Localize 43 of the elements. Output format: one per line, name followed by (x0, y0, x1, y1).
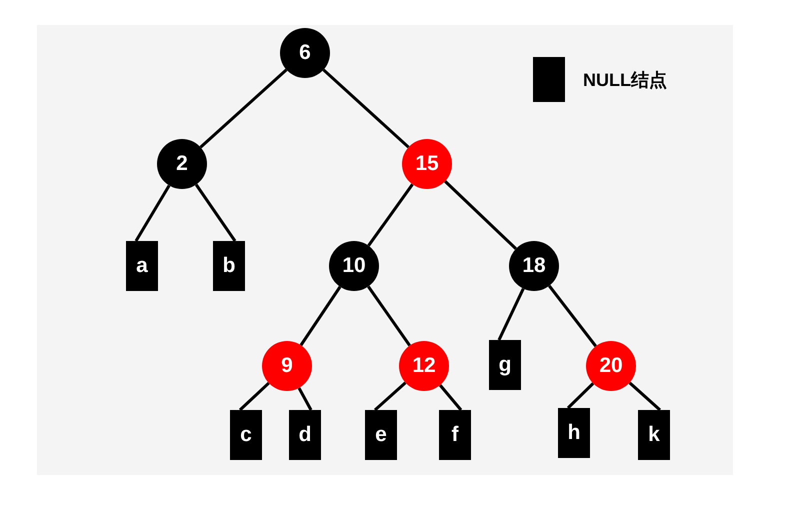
null-leaf-box (289, 410, 321, 460)
node-label: 10 (342, 254, 366, 278)
null-leaf-box (439, 410, 471, 460)
node-label: 6 (299, 41, 311, 65)
null-leaf-box (558, 408, 590, 458)
node-label: 15 (415, 152, 439, 176)
null-leaf-box (638, 410, 670, 460)
null-leaf-box (213, 241, 245, 291)
null-leaf-box (489, 340, 521, 390)
null-leaf-box (230, 410, 262, 460)
node-label: a (136, 254, 148, 278)
tree-edge (134, 184, 170, 242)
node-label: c (240, 423, 252, 447)
node-label: 9 (281, 354, 293, 378)
tree-edge (566, 382, 594, 410)
tree-edge (238, 382, 270, 412)
null-leaf-box (365, 410, 397, 460)
null-leaf-box (126, 241, 158, 291)
node-label: k (648, 423, 660, 447)
node-label: h (568, 421, 580, 445)
tree-edge (374, 382, 406, 412)
node-label: 18 (522, 254, 546, 278)
tree-edge (498, 288, 525, 341)
node-label: g (498, 353, 512, 377)
tree-edge (200, 68, 288, 148)
node-label: f (452, 423, 458, 447)
tree-edge (444, 180, 517, 250)
tree-edge (438, 384, 462, 411)
tree-edge (300, 286, 342, 346)
node-label: d (298, 423, 312, 447)
node-label: 12 (412, 354, 436, 378)
node-label: 20 (599, 354, 623, 378)
tree-edge (367, 286, 411, 346)
node-label: 2 (176, 152, 188, 176)
tree-edge (548, 284, 597, 348)
tree-edge (298, 387, 312, 411)
tree-edge (628, 382, 661, 412)
node-label: e (375, 423, 387, 447)
legend-label: NULL结点 (583, 69, 667, 92)
node-label: b (222, 254, 236, 278)
tree-edge (194, 184, 236, 242)
tree-edge (322, 68, 410, 148)
tree-edge (367, 183, 414, 247)
